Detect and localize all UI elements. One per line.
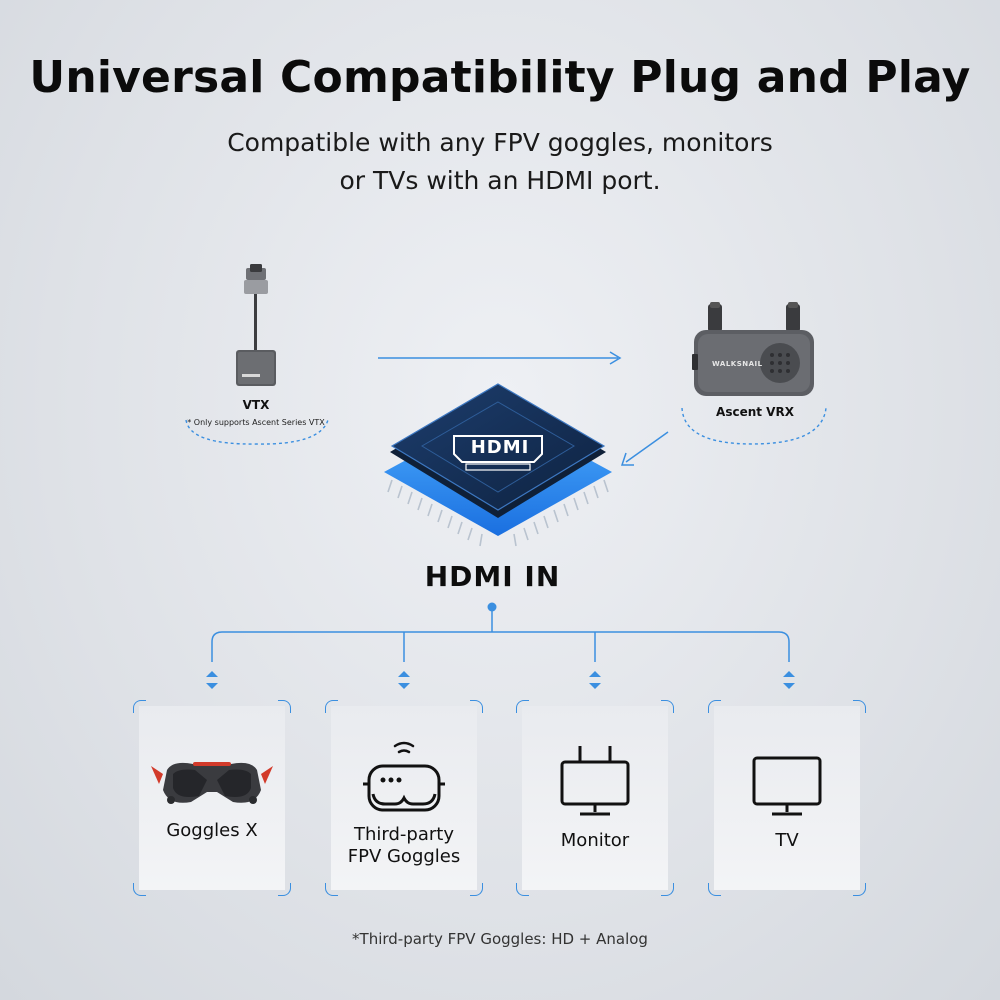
device-label-line1: TV [775,830,799,851]
device-card-monitor: Monitor [516,700,674,896]
device-card-goggles-x: Goggles X [133,700,291,896]
hdmi-chip-text: HDMI [470,437,530,458]
vrx-to-chip-arrow [625,431,669,463]
hdmi-chip-icon [384,383,612,547]
hdmi-in-label: HDMI IN [424,560,561,593]
fpv-goggles-icon [363,741,445,812]
device-label-line2: FPV Goggles [347,846,461,867]
vtx-dashed-arc [185,419,329,445]
vtx-note: * Only supports Ascent Series VTX [187,418,325,427]
monitor-icon [560,746,630,816]
vtx-device-icon [236,264,276,386]
page-subtitle-line-1: Compatible with any FPV goggles, monitor… [227,128,773,157]
page-title: Universal Compatibility Plug and Play [29,52,971,103]
device-card-tv: TV [708,700,866,896]
footnote: *Third-party FPV Goggles: HD + Analog [352,930,648,948]
page-subtitle-line-2: or TVs with an HDMI port. [339,166,661,195]
vrx-brand-text: WALKSNAIL [712,360,763,368]
device-label-line1: Third-party [354,824,454,845]
tree-branch-line [211,631,790,662]
device-label-line1: Goggles X [166,820,258,841]
vtx-label: VTX [242,398,270,412]
vrx-device-icon [692,302,814,396]
device-label-line1: Monitor [560,830,630,851]
tree-chevrons [206,671,795,689]
vrx-label: Ascent VRX [716,405,794,419]
device-card-fpv-goggles: Third-party FPV Goggles [325,700,483,896]
tree-root-dot [487,602,497,612]
vrx-dashed-arc [681,407,827,445]
tv-icon [752,756,822,816]
goggles-x-icon [151,762,273,804]
